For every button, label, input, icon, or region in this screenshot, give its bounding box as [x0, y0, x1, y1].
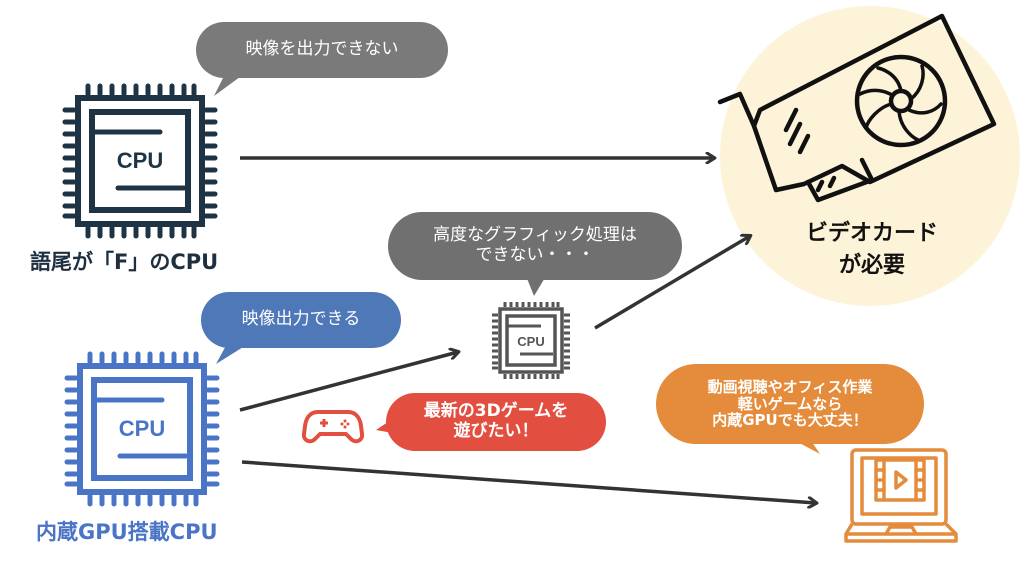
video-card-circle [720, 6, 1020, 306]
cpu-chip-label: CPU [119, 416, 165, 441]
speech-bubble-latest-3d: 最新の3Dゲームを 遊びたい！ [386, 393, 606, 451]
laptop-video-icon [844, 448, 958, 543]
cpu-f-caption: 語尾が「F」のCPU [30, 250, 219, 274]
bubble-text: 最新の3Dゲームを 遊びたい！ [423, 401, 569, 441]
cpu-chip-label: CPU [517, 334, 544, 349]
bubble-text: 動画視聴やオフィス作業 軽いゲームなら 内蔵GPUでも大丈夫！ [707, 378, 873, 430]
speech-bubble-no-output: 映像を出力できない [196, 22, 448, 78]
speech-bubble-can-output: 映像出力できる [201, 292, 401, 348]
arrow-igpu-to-laptop [241, 460, 816, 503]
cpu-chip-label: CPU [117, 148, 163, 173]
speech-bubble-light-use: 動画視聴やオフィス作業 軽いゲームなら 内蔵GPUでも大丈夫！ [656, 364, 924, 444]
bubble-tail [214, 72, 244, 96]
video-card-caption: ビデオカード が必要 [805, 221, 938, 278]
gamepad-icon [301, 410, 365, 444]
speech-bubble-advanced-graphics: 高度なグラフィック処理は できない・・・ [388, 212, 682, 280]
arrow-cpu-to-video-card [594, 236, 750, 330]
cpu-chip-icon: CPU [492, 302, 570, 379]
cpu-chip-icon: CPU [62, 83, 218, 239]
bubble-tail [526, 276, 546, 296]
cpu-igpu-caption: 内蔵GPU搭載CPU [36, 520, 218, 544]
bubble-text: 映像出力できる [241, 309, 361, 330]
bubble-text: 映像を出力できない [245, 39, 399, 60]
graphics-card-icon [717, 13, 997, 203]
cpu-chip-icon: CPU [64, 351, 220, 507]
bubble-text: 高度なグラフィック処理は できない・・・ [433, 225, 637, 265]
arrow-igpu-to-cpu [239, 352, 458, 412]
